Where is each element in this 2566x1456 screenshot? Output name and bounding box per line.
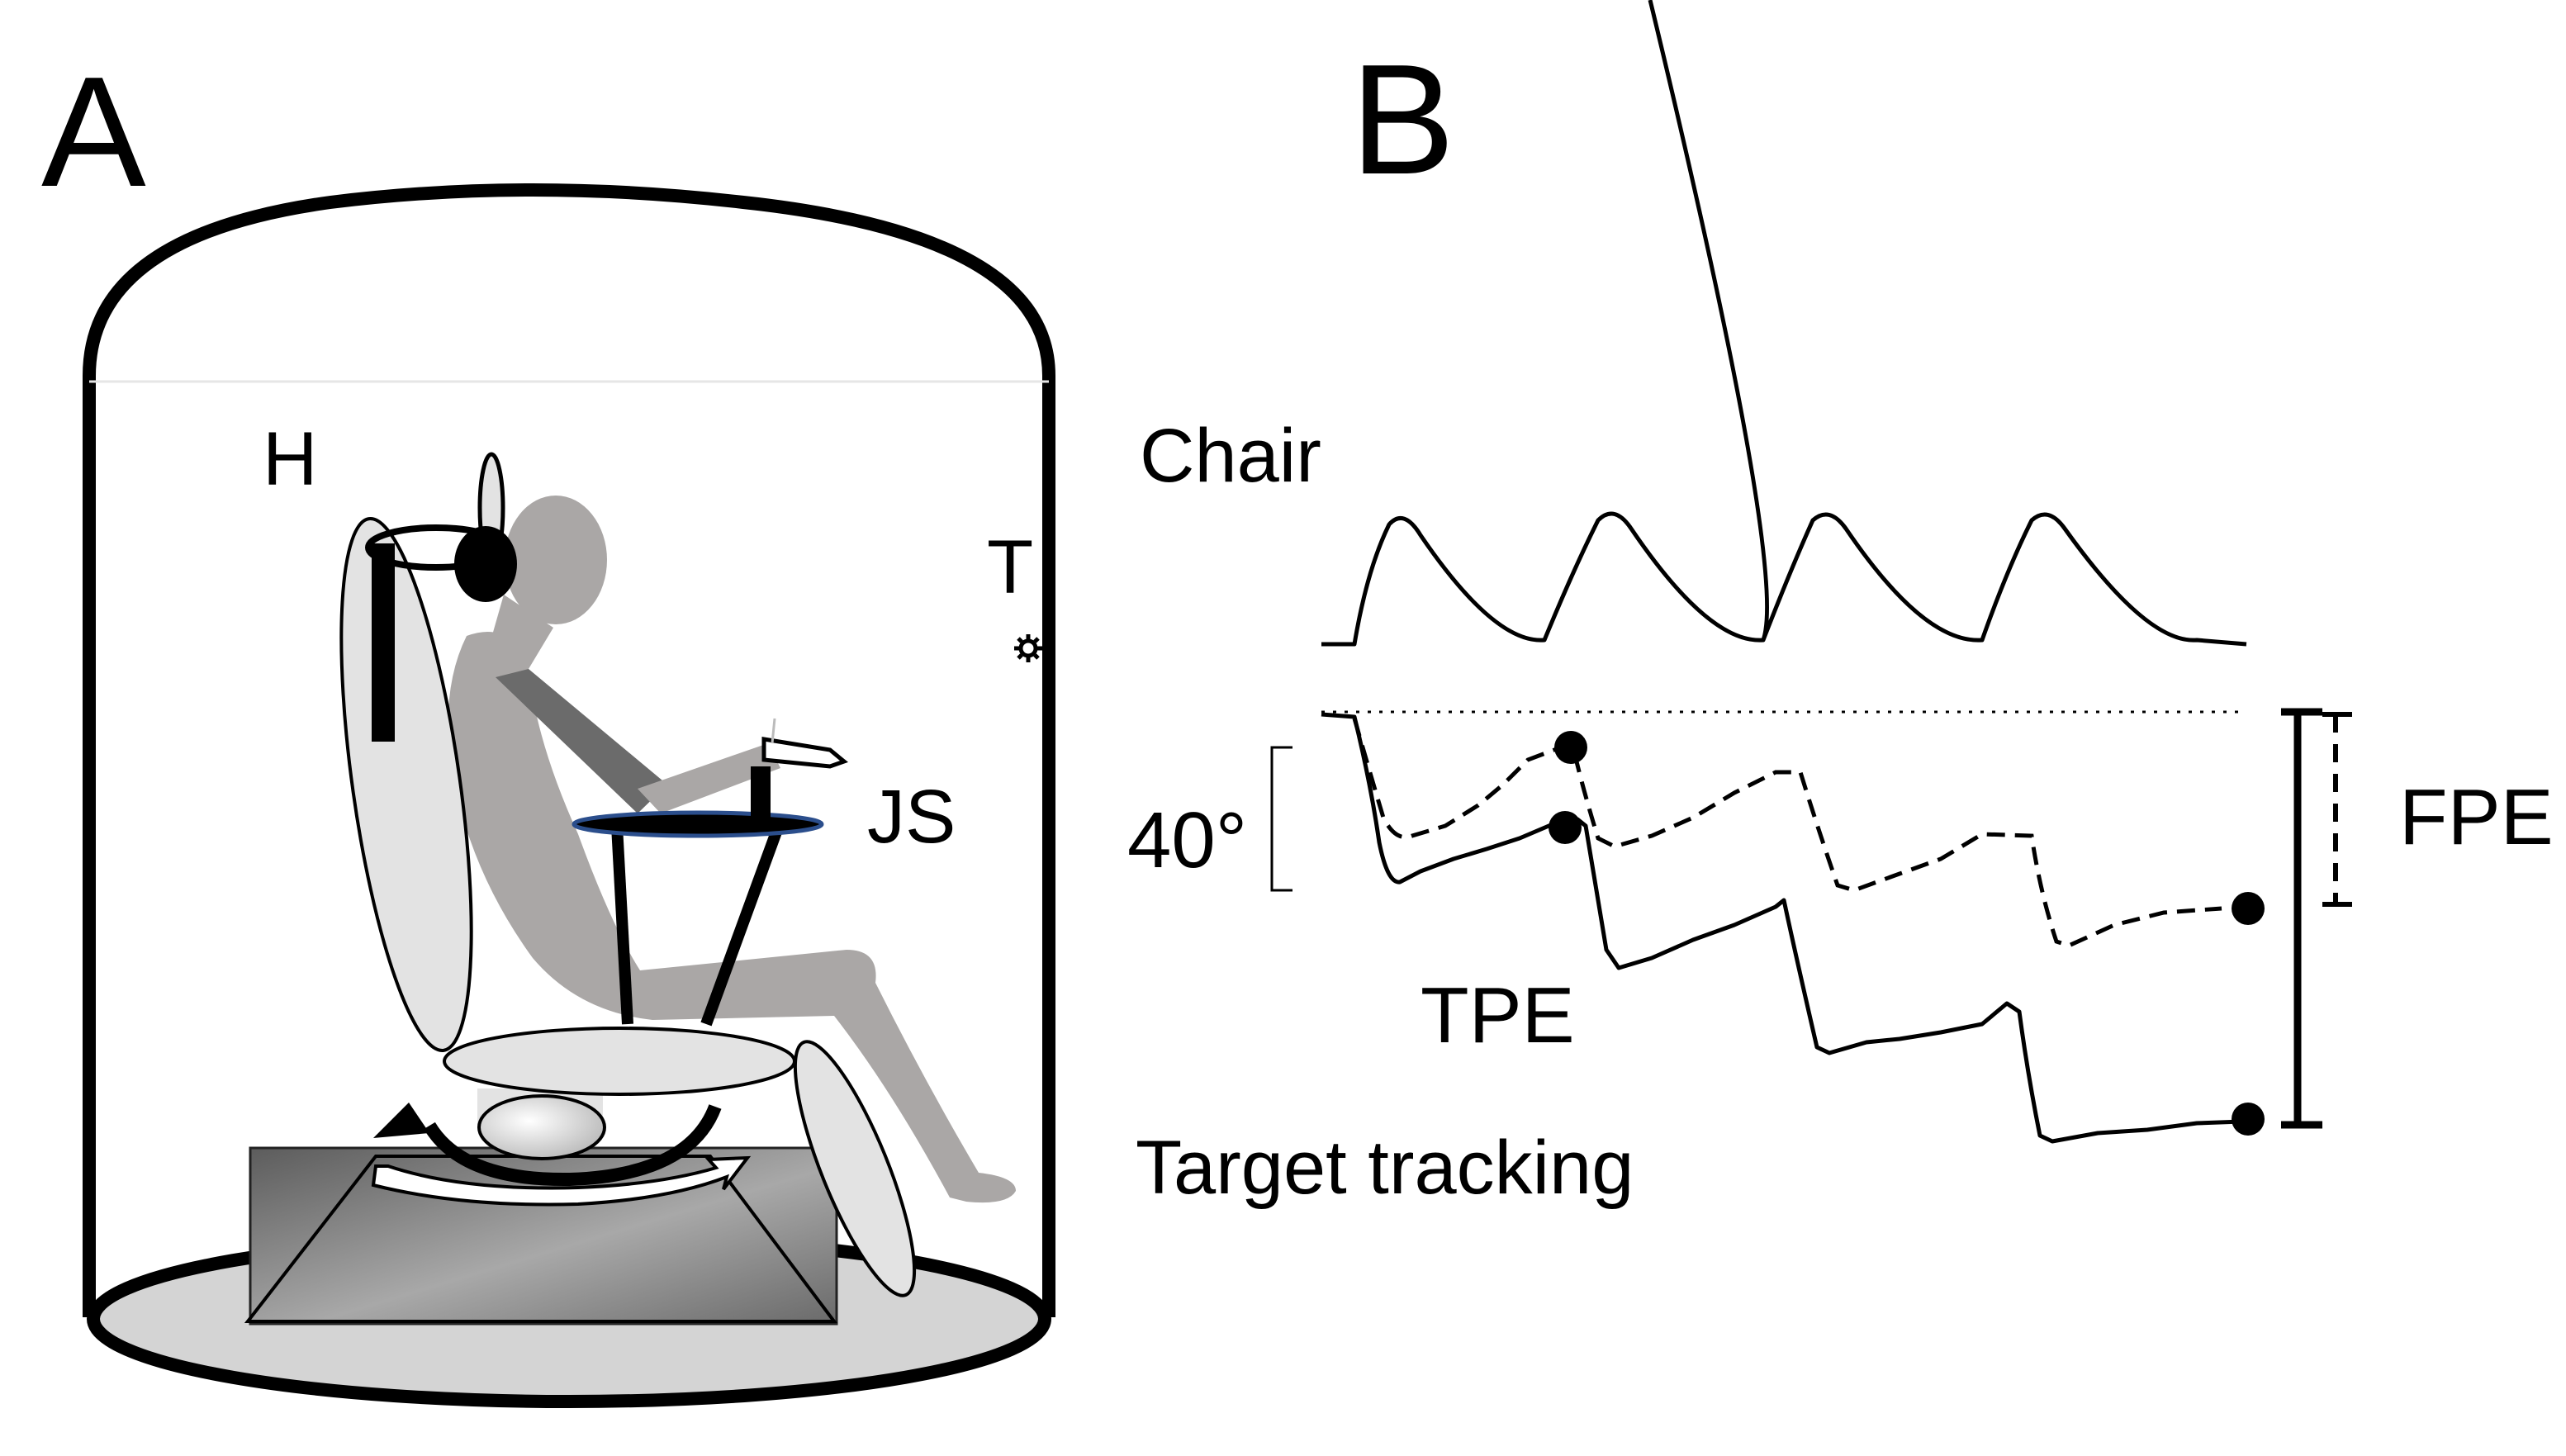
arrowhead-black bbox=[373, 1103, 429, 1138]
joystick-table bbox=[572, 810, 824, 838]
rotation-arrow-black bbox=[424, 1103, 722, 1187]
figure-torso bbox=[448, 632, 1016, 1203]
joystick-stick bbox=[751, 766, 771, 819]
label-target-tracking: Target tracking bbox=[1136, 1126, 1634, 1210]
joystick-leg-right bbox=[700, 825, 784, 1027]
label-chair: Chair bbox=[1140, 414, 1321, 498]
marker-solid-start bbox=[1549, 811, 1582, 844]
figure-upper-arm bbox=[496, 669, 667, 813]
figure-neck bbox=[487, 595, 553, 669]
label-h: H bbox=[263, 417, 317, 501]
base-trapezoid bbox=[244, 1155, 837, 1323]
marker-solid-end bbox=[2232, 1103, 2265, 1136]
dome-outline bbox=[83, 183, 1055, 1317]
subject-figure bbox=[448, 496, 1016, 1203]
chair-footrest bbox=[793, 1040, 917, 1297]
target-light-icon bbox=[1014, 634, 1042, 662]
error-bar-dashed bbox=[2322, 712, 2352, 907]
scale-bracket bbox=[1270, 746, 1292, 892]
label-t: T bbox=[987, 525, 1033, 609]
rotary-base bbox=[244, 1088, 838, 1326]
head-post bbox=[372, 543, 395, 742]
headphone-cup bbox=[454, 526, 517, 602]
figure-head bbox=[505, 496, 607, 624]
marker-dashed-start bbox=[1554, 731, 1587, 764]
label-js: JS bbox=[867, 775, 956, 859]
joystick-grip bbox=[761, 737, 849, 769]
label-scale: 40° bbox=[1127, 796, 1247, 885]
chair-seat bbox=[443, 1027, 796, 1096]
error-bar-total bbox=[2281, 708, 2322, 1129]
marker-dashed-end bbox=[2232, 892, 2265, 925]
rotation-arrow-white bbox=[371, 1155, 752, 1207]
joystick-pin bbox=[771, 718, 776, 744]
label-tpe: TPE bbox=[1421, 971, 1575, 1060]
panel-b: B Chair 40° FPE TPE Target tr bbox=[1127, 0, 2554, 1210]
panel-b-letter: B bbox=[1350, 32, 1455, 207]
figure-forearm bbox=[638, 743, 780, 813]
joystick-leg-left bbox=[611, 825, 633, 1025]
label-fpe: FPE bbox=[2399, 773, 2554, 861]
panel-a-letter: A bbox=[41, 45, 146, 220]
chair-trace bbox=[1321, 0, 2247, 647]
head-restraint bbox=[365, 452, 517, 742]
turntable-disk bbox=[477, 1094, 606, 1160]
tracking-trace-dashed bbox=[1352, 718, 2222, 948]
tracking-trace-solid bbox=[1321, 712, 2243, 1144]
panel-a: A bbox=[41, 45, 1055, 1408]
